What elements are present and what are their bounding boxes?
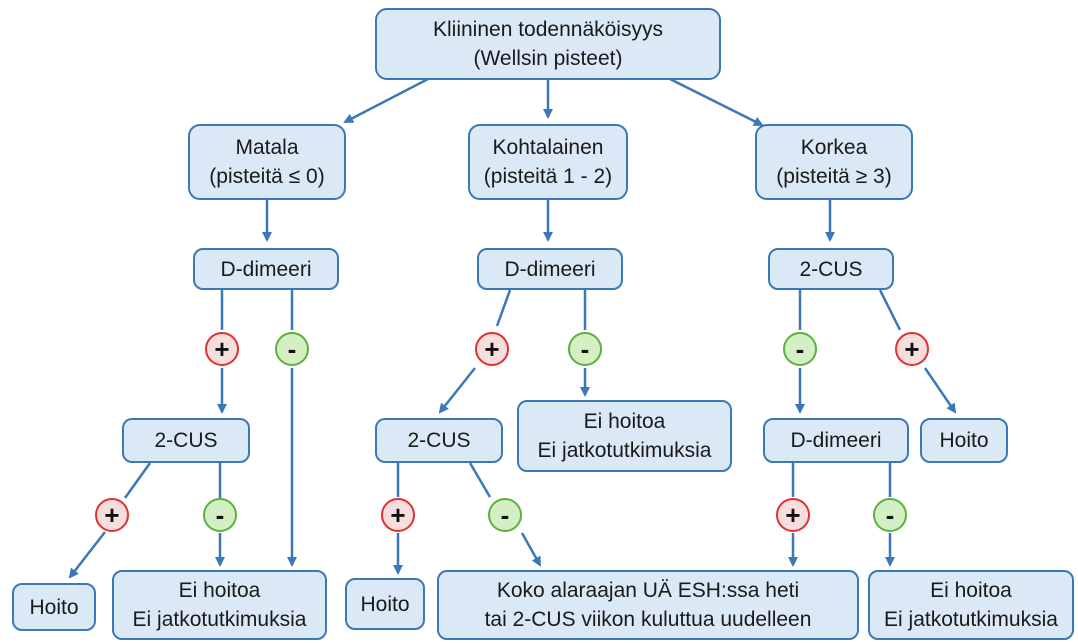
high-cus-plus: +	[895, 332, 929, 366]
low-cus-box: 2-CUS	[122, 418, 250, 463]
low-cus-label: 2-CUS	[154, 429, 218, 452]
low-cus-plus: +	[95, 498, 129, 532]
moderate-probability-box: Kohtalainen (pisteitä 1 - 2)	[468, 124, 628, 200]
low-no-treatment-line1: Ei hoitoa	[178, 579, 261, 602]
low-ddimer-label: D-dimeeri	[220, 257, 312, 281]
high-no-treatment-line2: Ei jatkotutkimuksia	[884, 608, 1058, 631]
low-score: (pisteitä ≤ 0)	[209, 165, 325, 188]
high-title: Korkea	[800, 136, 868, 159]
high-ddimer-label: D-dimeeri	[790, 429, 882, 452]
high-ddimer-box: D-dimeeri	[763, 418, 909, 463]
low-no-treatment-box: Ei hoitoa Ei jatkotutkimuksia	[112, 570, 327, 640]
high-ddimer-minus: -	[873, 498, 907, 532]
mid-treat-label: Hoito	[360, 592, 410, 616]
low-treat-label: Hoito	[29, 595, 79, 619]
high-ddimer-plus: +	[776, 498, 810, 532]
low-title: Matala	[235, 136, 299, 159]
high-cus-label: 2-CUS	[799, 257, 863, 281]
mid-score: (pisteitä 1 - 2)	[483, 165, 613, 188]
mid-no-treatment-line2: Ei jatkotutkimuksia	[537, 439, 712, 462]
whole-leg-line2: tai 2-CUS viikon kuluttua uudelleen	[484, 608, 812, 631]
low-probability-box: Matala (pisteitä ≤ 0)	[188, 124, 346, 200]
low-ddimer-plus: +	[205, 332, 239, 366]
high-no-treatment-line1: Ei hoitoa	[930, 579, 1012, 602]
high-probability-box: Korkea (pisteitä ≥ 3)	[755, 124, 913, 200]
high-cus-box: 2-CUS	[768, 248, 894, 290]
mid-ddimer-box: D-dimeeri	[477, 248, 623, 290]
mid-cus-minus: -	[488, 498, 522, 532]
high-treat-box: Hoito	[920, 418, 1008, 463]
mid-title: Kohtalainen	[492, 136, 604, 159]
mid-treat-box: Hoito	[345, 578, 425, 630]
mid-cus-label: 2-CUS	[407, 429, 471, 452]
mid-no-treatment-line1: Ei hoitoa	[583, 410, 666, 433]
high-score: (pisteitä ≥ 3)	[776, 165, 892, 188]
mid-ddimer-minus: -	[568, 332, 602, 366]
low-no-treatment-line2: Ei jatkotutkimuksia	[132, 608, 307, 631]
high-cus-minus: -	[783, 332, 817, 366]
high-treat-label: Hoito	[939, 429, 989, 452]
low-ddimer-minus: -	[275, 332, 309, 366]
mid-cus-plus: +	[381, 498, 415, 532]
root-title: Kliininen todennäköisyys	[433, 18, 663, 41]
root-subtitle: (Wellsin pisteet)	[473, 47, 623, 70]
whole-leg-ultrasound-box: Koko alaraajan UÄ ESH:ssa heti tai 2-CUS…	[437, 570, 859, 640]
mid-ddimer-label: D-dimeeri	[504, 257, 596, 281]
low-ddimer-box: D-dimeeri	[193, 248, 339, 290]
whole-leg-line1: Koko alaraajan UÄ ESH:ssa heti	[496, 579, 800, 602]
mid-cus-box: 2-CUS	[375, 418, 503, 463]
mid-ddimer-plus: +	[475, 332, 509, 366]
low-cus-minus: -	[203, 498, 237, 532]
root-box: Kliininen todennäköisyys (Wellsin pistee…	[375, 8, 721, 80]
mid-no-treatment-box: Ei hoitoa Ei jatkotutkimuksia	[517, 400, 732, 472]
low-treat-box: Hoito	[12, 583, 96, 631]
high-no-treatment-box: Ei hoitoa Ei jatkotutkimuksia	[868, 570, 1074, 640]
